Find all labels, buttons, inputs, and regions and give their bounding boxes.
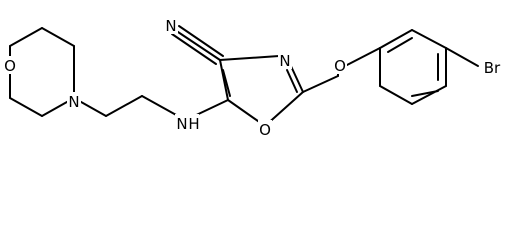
morph-bond-6 [9, 97, 43, 117]
aryl-bond-1 [346, 47, 381, 66]
ether-oxygen: O [333, 56, 347, 75]
bond-layer [9, 25, 479, 127]
aryl-double-1 [387, 37, 413, 53]
atom-label-n-morpholine: N [68, 93, 79, 111]
aryl-bond-4 [445, 47, 479, 67]
morph-bond-2 [9, 27, 43, 47]
morpholine-nitrogen: N [67, 92, 81, 111]
oxazole-c2-n-double [286, 69, 298, 93]
aryl-bond-6 [411, 85, 447, 105]
morpholine-oxygen: O [3, 56, 17, 75]
aryl-bond-2 [379, 29, 413, 49]
atom-label-o-morpholine: O [4, 57, 16, 75]
aryl-bond-3 [411, 29, 447, 49]
methylene-bond-1 [302, 75, 339, 93]
atom-label-h-amine: H [188, 115, 199, 133]
nitrile-bond-3 [178, 25, 224, 57]
nitrile-nitrogen: N [164, 16, 178, 35]
amine-nitrogen: N H [175, 114, 200, 133]
atom-label-n-nitrile: N [165, 17, 176, 35]
structure-diagram: O N N H N N O O Br [3, 16, 503, 139]
oxazole-nitrogen: N [278, 51, 292, 70]
oxazole-oxygen: O [258, 120, 272, 139]
linker-bond-3 [141, 95, 179, 117]
atom-label-br: Br [484, 59, 501, 77]
aryl-double-2 [411, 90, 439, 97]
atom-label-n-oxazole: N [279, 52, 290, 70]
oxazole-c4-c5-double [222, 69, 231, 97]
atom-label-layer: O N N H N N O O Br [3, 16, 503, 139]
oxazole-n-c2 [289, 63, 304, 93]
nitrile-bond-2 [171, 33, 217, 65]
bromine: Br [481, 58, 503, 77]
morph-bond-3 [41, 27, 75, 47]
linker-bond-2 [105, 95, 143, 117]
nitrile-bond-1 [174, 29, 221, 61]
oxazole-c4-n [219, 55, 280, 61]
atom-label-n-amine: N [176, 115, 187, 133]
oxazole-c5-c4 [219, 59, 229, 101]
aryl-bond-7 [379, 85, 413, 105]
atom-label-o-ether: O [334, 57, 346, 75]
atom-label-o-oxazole: O [259, 121, 271, 139]
